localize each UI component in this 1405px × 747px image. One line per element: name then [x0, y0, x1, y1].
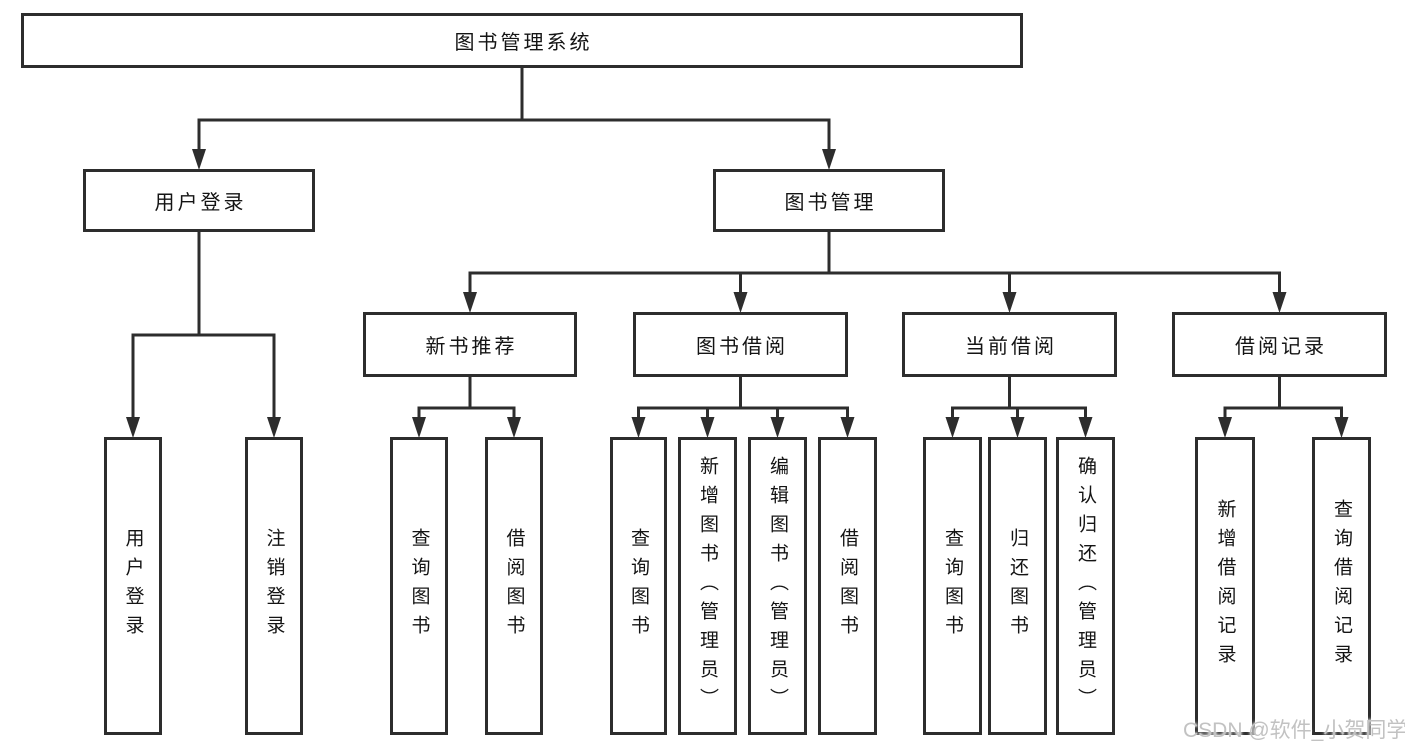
- node-label-new-book-rec: 新书推荐: [425, 336, 518, 358]
- arrowhead: [507, 417, 521, 438]
- connector-path: [131, 66, 1343, 426]
- node-logout-action: 注销登录: [245, 437, 303, 735]
- node-user-login: 用户登录: [83, 169, 315, 232]
- node-label-rr-add-record: 新增借阅记录: [1214, 499, 1236, 673]
- node-book-borrow: 图书借阅: [633, 312, 848, 377]
- node-label-borrow-record: 借阅记录: [1235, 336, 1327, 358]
- arrowhead: [770, 417, 785, 438]
- arrowhead: [1334, 417, 1349, 438]
- arrowhead: [840, 417, 855, 438]
- node-label-book-borrow: 图书借阅: [696, 336, 788, 358]
- node-label-root: 图书管理系统: [454, 32, 593, 54]
- node-current-borrow: 当前借阅: [902, 312, 1117, 377]
- watermark: CSDN @软件_小贺同学: [1183, 719, 1405, 742]
- arrowhead: [631, 417, 646, 438]
- arrowhead: [1272, 292, 1287, 313]
- node-root: 图书管理系统: [21, 13, 1023, 68]
- node-bb-borrow-books: 借阅图书: [818, 437, 877, 735]
- arrowhead: [1002, 292, 1017, 313]
- node-cb-query-books: 查询图书: [923, 437, 982, 735]
- node-label-current-borrow: 当前借阅: [965, 336, 1057, 358]
- node-label-rr-query-record: 查询借阅记录: [1331, 499, 1352, 673]
- arrowhead: [733, 292, 748, 313]
- node-login-action: 用户登录: [104, 437, 162, 735]
- node-rr-query-record: 查询借阅记录: [1312, 437, 1371, 735]
- node-label-bb-edit-books: 编辑图书（管理员）: [767, 455, 788, 717]
- node-label-bb-query-books: 查询图书: [628, 528, 649, 644]
- arrowhead: [463, 292, 477, 313]
- node-borrow-record: 借阅记录: [1172, 312, 1387, 377]
- arrowhead: [700, 417, 715, 438]
- arrowhead: [1010, 417, 1025, 438]
- node-label-logout-action: 注销登录: [263, 528, 285, 644]
- node-cb-return-books: 归还图书: [988, 437, 1047, 735]
- node-label-cb-query-books: 查询图书: [942, 528, 963, 644]
- node-rec-borrow-books: 借阅图书: [485, 437, 543, 735]
- node-label-rec-borrow-books: 借阅图书: [503, 528, 525, 644]
- node-label-bb-borrow-books: 借阅图书: [837, 528, 858, 644]
- node-cb-confirm-return: 确认归还（管理员）: [1056, 437, 1115, 735]
- node-bb-query-books: 查询图书: [610, 437, 667, 735]
- arrowhead: [822, 149, 836, 170]
- node-label-bb-add-books: 新增图书（管理员）: [697, 455, 718, 717]
- arrowhead: [1218, 417, 1232, 438]
- node-label-book-mgmt: 图书管理: [784, 192, 877, 214]
- node-label-user-login: 用户登录: [154, 192, 247, 214]
- node-label-cb-confirm-return: 确认归还（管理员）: [1075, 455, 1096, 717]
- node-label-login-action: 用户登录: [122, 528, 144, 644]
- node-new-book-rec: 新书推荐: [363, 312, 577, 377]
- arrowhead: [1078, 417, 1093, 438]
- node-bb-add-books: 新增图书（管理员）: [678, 437, 737, 735]
- node-label-rec-query-books: 查询图书: [408, 528, 430, 644]
- node-rec-query-books: 查询图书: [390, 437, 448, 735]
- arrowhead: [945, 417, 960, 438]
- node-book-mgmt: 图书管理: [713, 169, 945, 232]
- arrowhead: [412, 417, 426, 438]
- arrowhead: [192, 149, 206, 170]
- arrowhead: [126, 417, 140, 438]
- arrowhead: [267, 417, 281, 438]
- node-label-cb-return-books: 归还图书: [1007, 528, 1028, 644]
- node-rr-add-record: 新增借阅记录: [1195, 437, 1255, 735]
- node-bb-edit-books: 编辑图书（管理员）: [748, 437, 807, 735]
